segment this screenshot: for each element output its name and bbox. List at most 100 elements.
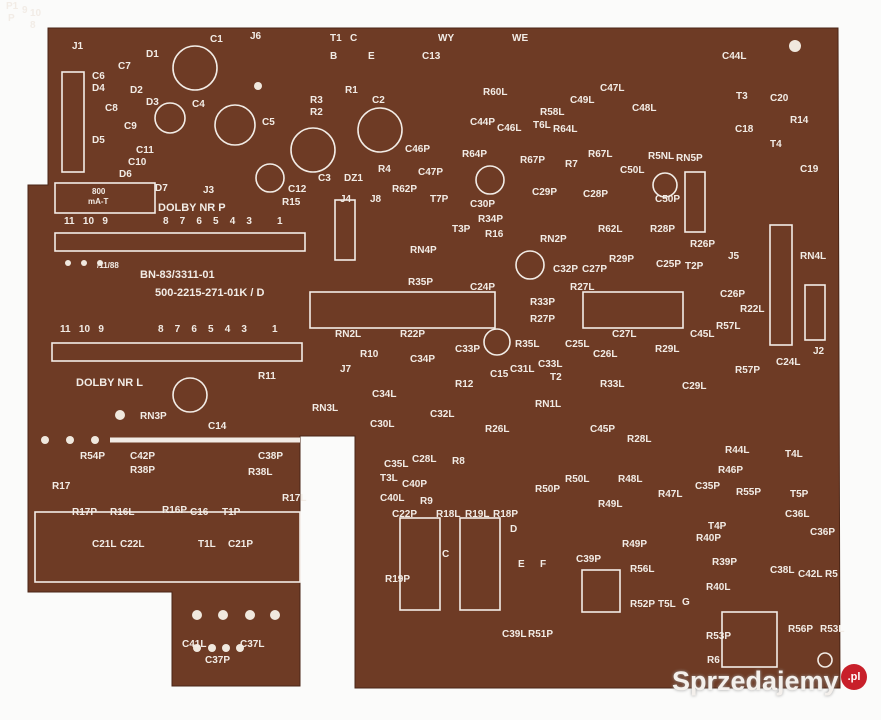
component-label: C22L (120, 539, 145, 550)
component-label: C32P (553, 264, 579, 275)
component-label: C37L (240, 639, 265, 650)
component-label: T4L (785, 449, 803, 460)
component-label: R12 (455, 379, 474, 390)
component-label: R38L (248, 467, 273, 478)
component-label: C28P (583, 189, 609, 200)
component-label: T5L (658, 599, 676, 610)
component-label: P1 (6, 1, 19, 12)
component-label: C42P (130, 451, 156, 462)
component-label: C45L (690, 329, 715, 340)
component-label: C33L (538, 359, 563, 370)
component-label: 9 (22, 5, 28, 16)
component-label: C36P (810, 527, 836, 538)
pads (41, 40, 801, 652)
component-label: R38P (130, 465, 156, 476)
component-label: B (330, 51, 338, 62)
component-label: C21P (228, 539, 254, 550)
component-label: R6 (707, 655, 720, 666)
component-label: R64P (462, 149, 488, 160)
component-label: R11 (258, 371, 276, 382)
component-label: C7 (118, 61, 131, 72)
component-label: C30L (370, 419, 395, 430)
component-label: C39L (502, 629, 527, 640)
component-label: C40L (380, 493, 405, 504)
pin-numbers-bottom-2: 8 7 6 5 4 3 1 (158, 324, 278, 335)
component-label: R35P (408, 277, 434, 288)
component-label: F (540, 559, 547, 570)
component-label: RN3L (312, 403, 339, 414)
component-label: C28L (412, 454, 437, 465)
component-label: G (682, 597, 690, 608)
component-label: C (350, 33, 358, 44)
component-label: R27P (530, 314, 556, 325)
component-label: R49P (622, 539, 648, 550)
component-label: C33P (455, 344, 481, 355)
component-label: T5P (790, 489, 809, 500)
component-label: C50P (655, 194, 681, 205)
component-label: WY (438, 33, 455, 44)
watermark-badge: .pl (841, 664, 867, 690)
component-label: R57P (735, 365, 761, 376)
component-label: C9 (124, 121, 137, 132)
component-label: C32L (430, 409, 455, 420)
component-label: R5 (825, 569, 838, 580)
pin-numbers-bottom: 11 10 9 (60, 324, 104, 335)
component-label: T1P (222, 507, 241, 518)
component-label: R22L (740, 304, 765, 315)
component-label: WE (512, 33, 529, 44)
component-label: J8 (370, 194, 382, 205)
component-label: J7 (340, 364, 352, 375)
component-label: R27L (570, 282, 595, 293)
component-label: R16P (162, 505, 188, 516)
component-label: R52P (630, 599, 656, 610)
component-label: C25P (656, 259, 682, 270)
component-label: C29L (682, 381, 707, 392)
component-label: C24L (776, 357, 801, 368)
component-label: R19L (465, 509, 490, 520)
component-label: C34L (372, 389, 397, 400)
component-label: R56L (630, 564, 655, 575)
component-label: C16 (190, 507, 209, 518)
component-label: RN3P (140, 411, 167, 422)
component-label: C13 (422, 51, 441, 62)
component-label: R62P (392, 184, 418, 195)
component-label: C24P (470, 282, 496, 293)
component-label: C45P (590, 424, 616, 435)
component-label: R44L (725, 445, 750, 456)
component-label: T4 (770, 139, 782, 150)
component-label: R49L (598, 499, 623, 510)
component-label: C31L (510, 364, 535, 375)
component-label: R50P (535, 484, 561, 495)
component-label: C12 (288, 184, 307, 195)
component-label: D4 (92, 83, 105, 94)
component-label: R8 (452, 456, 465, 467)
component-label: C36L (785, 509, 810, 520)
silkscreen-outlines (34, 45, 833, 668)
component-label: R5NL (648, 151, 675, 162)
component-label: 10 (30, 8, 42, 19)
component-label: R29L (655, 344, 680, 355)
component-label: C11 (136, 145, 154, 156)
component-label: T2 (550, 372, 562, 383)
component-label: C30P (470, 199, 496, 210)
component-label: C42L (798, 569, 823, 580)
component-label: R19P (385, 574, 411, 585)
fuse-rating: 800 (92, 187, 106, 196)
component-label: R17 (52, 481, 71, 492)
component-label: R26P (690, 239, 716, 250)
component-label: C2 (372, 95, 385, 106)
dolby-nr-p-label: DOLBY NR P (158, 202, 226, 214)
component-label: R4 (378, 164, 391, 175)
component-label: C15 (490, 369, 509, 380)
component-label: T2P (685, 261, 704, 272)
component-label: C50L (620, 165, 645, 176)
component-label: C14 (208, 421, 227, 432)
watermark: Sprzedajemy (672, 666, 839, 696)
component-label: R50L (565, 474, 590, 485)
component-label: C39P (576, 554, 602, 565)
component-label: E (518, 559, 525, 570)
component-label: D1 (146, 49, 159, 60)
component-label: C4 (192, 99, 205, 110)
component-label: R9 (420, 496, 433, 507)
component-label: C40P (402, 479, 428, 490)
